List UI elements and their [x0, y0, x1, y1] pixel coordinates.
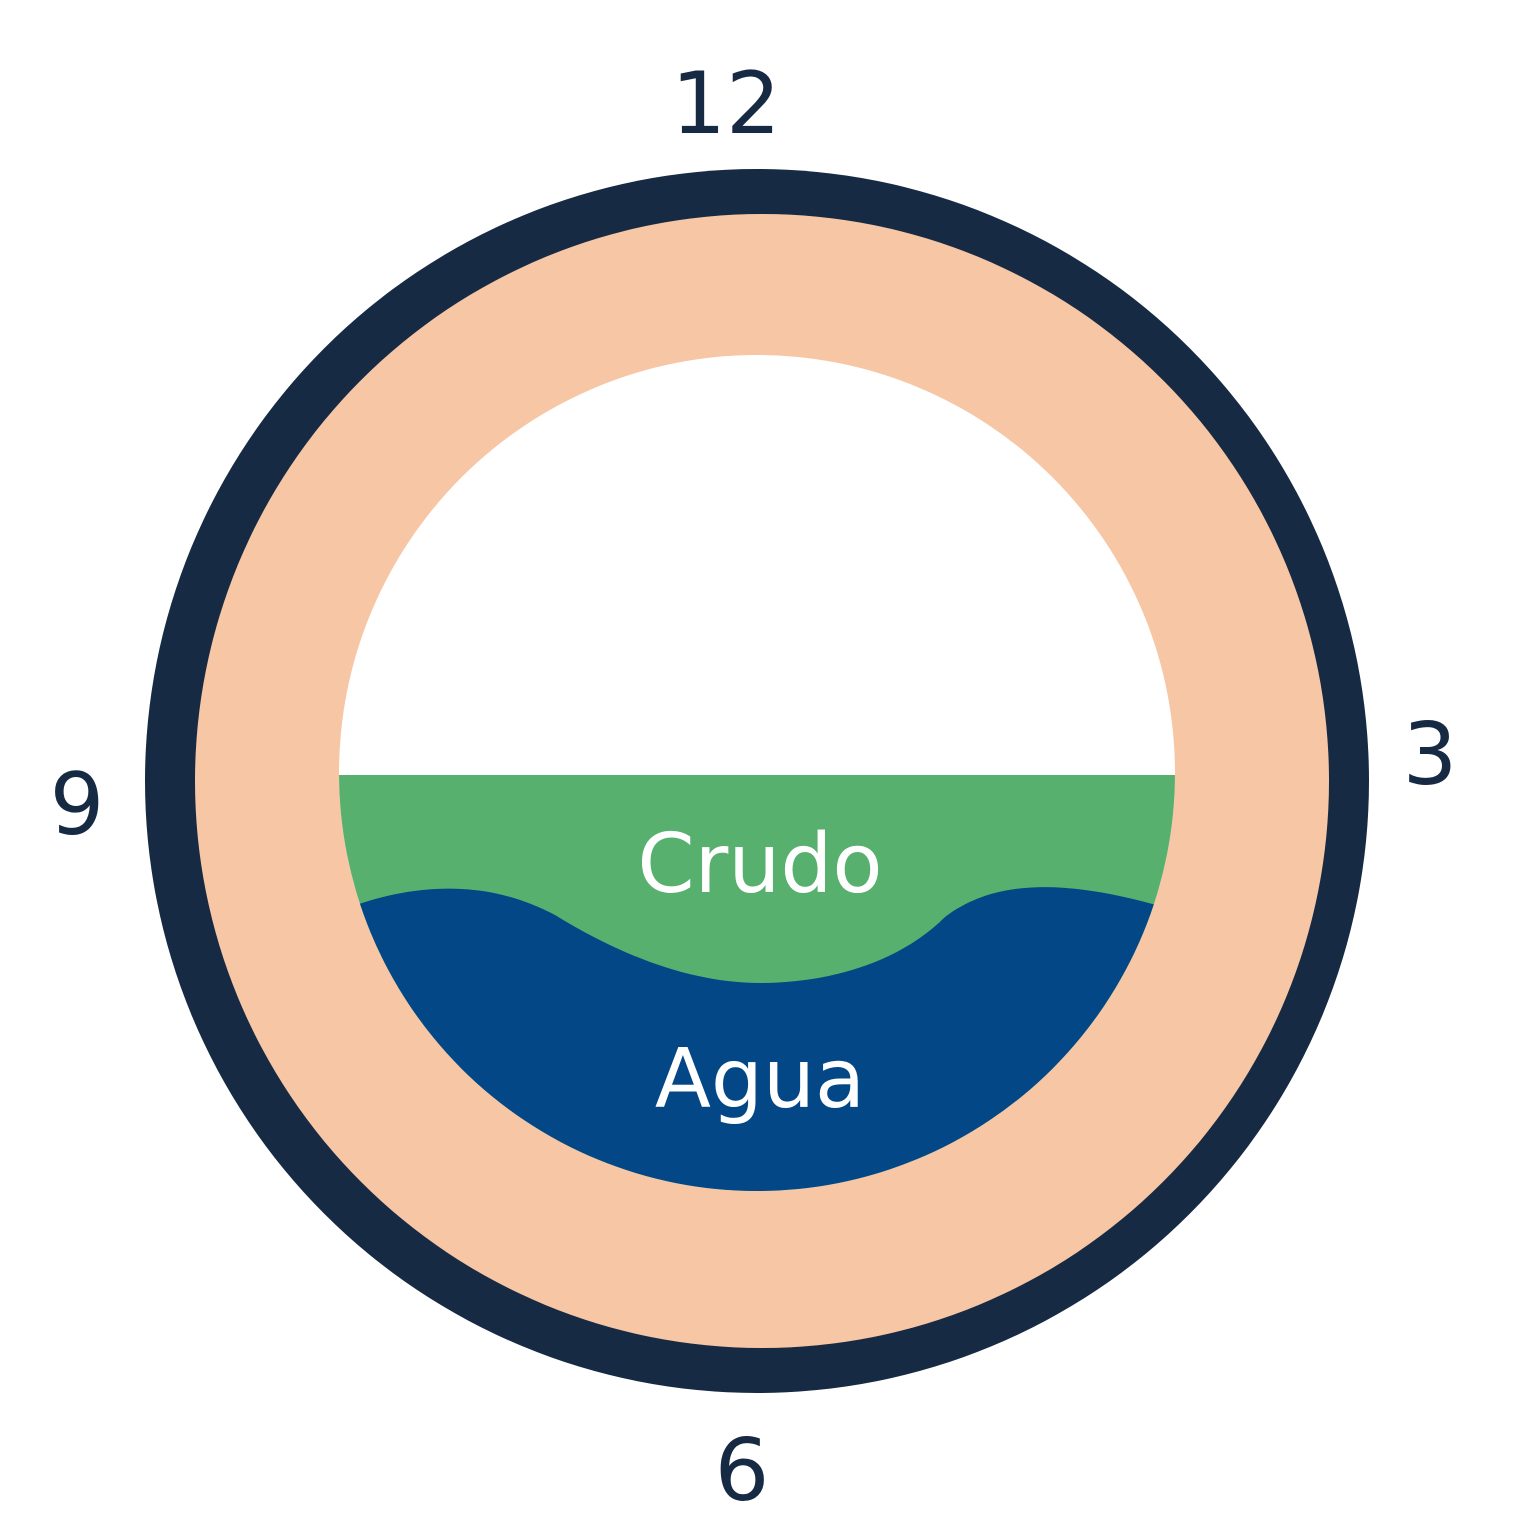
clock-label-6: 6: [715, 1421, 770, 1521]
clock-label-3: 3: [1403, 705, 1458, 805]
pipe-bore: [339, 355, 1175, 1191]
clock-label-12: 12: [671, 54, 780, 154]
water-label: Agua: [655, 1032, 865, 1127]
clock-label-9: 9: [50, 755, 105, 855]
crude-label: Crudo: [637, 817, 882, 912]
